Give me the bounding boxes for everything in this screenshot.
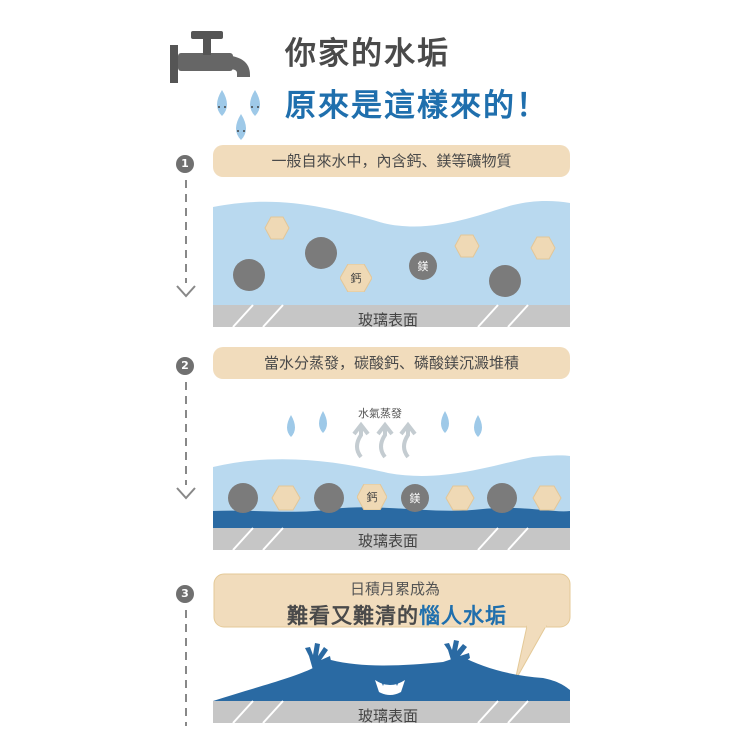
step-1-illustration (213, 200, 570, 328)
step-3-dashed-line (185, 610, 187, 726)
magnesium-particle (305, 237, 337, 269)
faucet-icon (170, 31, 250, 83)
step-3-caption-highlight: 惱人水垢 (419, 604, 507, 628)
magnesium-particle (233, 259, 265, 291)
title-line-1: 你家的水垢 (285, 36, 450, 72)
magnesium-particle (314, 483, 344, 513)
vapor-label: 水氣蒸發 (358, 407, 402, 420)
step-3-caption-main-text: 難看又難清的 (287, 604, 419, 628)
step-3-caption-main: 難看又難清的惱人水垢 (287, 600, 507, 630)
step-1-number: 1 (176, 155, 194, 173)
step-1-dashed-arrow (176, 180, 196, 298)
step-3-number: 3 (176, 585, 194, 603)
magnesium-circle: 鎂 (408, 251, 438, 281)
water-drops-icon (217, 90, 260, 140)
magnesium-particle (228, 483, 258, 513)
magnesium-circle-2: 鎂 (400, 483, 430, 513)
calcium-particle (445, 485, 475, 511)
magnesium-particle (487, 483, 517, 513)
step-2-dashed-arrow (176, 382, 196, 500)
step-2-number: 2 (176, 357, 194, 375)
calcium-label-2: 鈣 (366, 491, 378, 504)
calcium-hex-2: 鈣 (356, 483, 388, 511)
magnesium-label-2: 鎂 (409, 492, 421, 505)
step-2-caption: 當水分蒸發，碳酸鈣、磷酸鎂沉澱堆積 (213, 347, 570, 379)
calcium-particle (271, 485, 301, 511)
calcium-hex: 鈣 (339, 263, 373, 293)
calcium-particle (530, 236, 556, 260)
magnesium-particle (489, 265, 521, 297)
calcium-particle (454, 234, 480, 258)
step-3-caption-sub: 日積月累成為 (350, 580, 441, 598)
calcium-particle (264, 216, 290, 240)
glass-label-1: 玻璃表面 (358, 311, 419, 329)
evaporation-illustration (213, 411, 570, 550)
speech-bubble (213, 573, 571, 682)
glass-label-2: 玻璃表面 (358, 532, 419, 550)
title-line-2: 原來是這樣來的！ (285, 88, 549, 124)
step-1-caption: 一般自來水中，內含鈣、鎂等礦物質 (213, 145, 570, 177)
glass-label-3: 玻璃表面 (358, 707, 419, 725)
calcium-particle (532, 485, 562, 511)
calcium-label: 鈣 (350, 272, 362, 285)
magnesium-label: 鎂 (417, 260, 429, 273)
scale-monster-illustration (213, 640, 570, 723)
